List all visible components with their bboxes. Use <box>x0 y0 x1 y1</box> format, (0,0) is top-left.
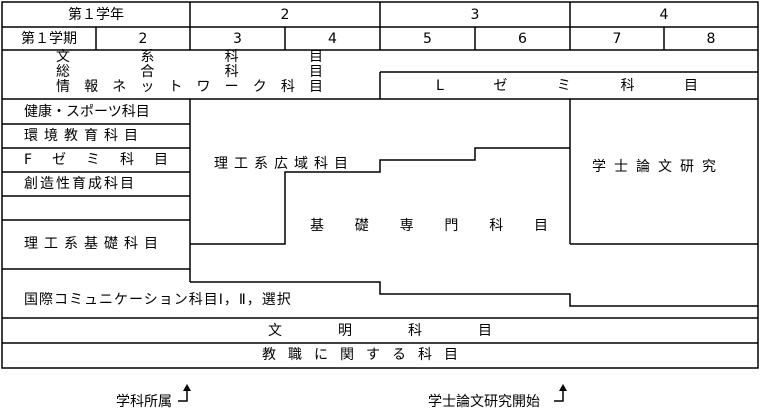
dept-assignment-arrow <box>178 389 188 402</box>
arrow-head-icon <box>183 384 191 391</box>
health-sports-subjects: 健康・スポーツ科目 <box>24 104 150 120</box>
info-network-subjects: 情報ネットワーク科目 <box>56 79 323 95</box>
year-2-label: 2 <box>280 7 290 23</box>
creativity-subjects: 創造性育成科目 <box>24 176 136 192</box>
thesis-research: 学士論文研究 <box>592 159 724 175</box>
dept-assignment-note: 学科所属 <box>116 394 172 410</box>
basic-specialty-subjects: 基礎専門科目 <box>310 218 548 234</box>
arrow-head-icon <box>559 384 567 391</box>
term-6-label: 6 <box>518 31 527 47</box>
science-basic-subjects: 理工系基礎科目 <box>24 236 164 252</box>
environment-subjects: 環境教育科目 <box>24 128 144 144</box>
term-3-label: 3 <box>233 31 242 47</box>
term-5-label: 5 <box>423 31 432 47</box>
year-4-label: 4 <box>659 7 669 23</box>
civilization-subjects: 文明科目 <box>268 323 492 339</box>
term-7-label: 7 <box>612 31 622 47</box>
thesis-start-arrow <box>554 389 564 402</box>
international-comm-subjects: 国際コミュニケーション科目Ⅰ，Ⅱ，選択 <box>24 292 292 308</box>
science-broad-subjects: 理工系広域科目 <box>214 156 354 172</box>
teaching-subjects: 教職に関する科目 <box>262 347 470 363</box>
staircase-boundary <box>190 147 570 245</box>
year-3-label: 3 <box>470 7 480 23</box>
term-1-label: 第１学期 <box>21 31 77 47</box>
general-subjects: 総合科目 <box>56 64 323 80</box>
thesis-start-note: 学士論文研究開始 <box>428 394 540 410</box>
term-8-label: 8 <box>706 31 716 47</box>
humanities-subjects: 文系科目 <box>56 49 323 65</box>
international-boundary <box>190 281 758 307</box>
term-4-label: 4 <box>328 31 337 47</box>
term-2-label: 2 <box>138 31 148 47</box>
year-1-label: 第１学年 <box>68 7 124 23</box>
